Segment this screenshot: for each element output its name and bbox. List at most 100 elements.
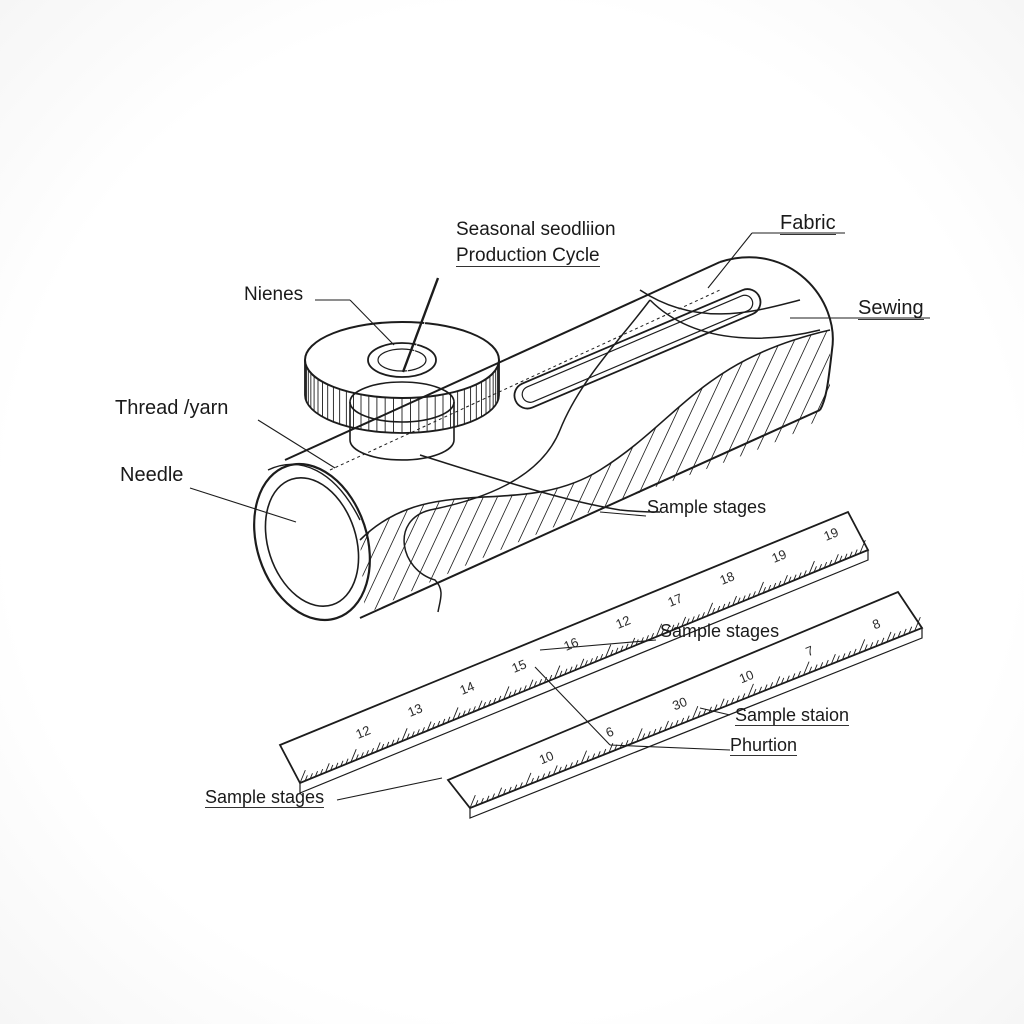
label-sample-stages-2: Sample stages <box>660 621 780 641</box>
ruler-tick <box>703 708 707 715</box>
ruler-tick <box>725 699 729 706</box>
ruler-tick <box>714 704 718 711</box>
ruler-tick <box>610 649 614 656</box>
ruler-tick <box>820 662 824 668</box>
ruler-tick <box>553 765 558 775</box>
ruler-tick <box>503 686 510 700</box>
ruler-tick <box>808 666 813 673</box>
ruler-tick <box>697 711 701 717</box>
ruler-tick-label: 7 <box>804 643 816 660</box>
ruler-tick <box>299 769 306 784</box>
ruler-tick <box>421 727 425 733</box>
ruler-tick <box>569 666 573 673</box>
label-fabric: Fabric <box>780 212 836 235</box>
ruler-tick <box>798 572 802 579</box>
ruler-tick <box>655 623 663 637</box>
ruler-tick <box>594 656 598 662</box>
ruler-tick <box>406 733 410 740</box>
ruler-tick <box>881 637 885 644</box>
ruler-tick-label: 6 <box>604 724 616 741</box>
ruler-tick <box>836 655 840 662</box>
ruler-tick <box>574 664 578 671</box>
ruler-tick <box>569 762 573 769</box>
ruler-tick <box>769 682 774 689</box>
ruler-tick <box>525 772 532 786</box>
ruler-tick <box>722 603 726 610</box>
ruler-tick <box>625 740 629 746</box>
ruler-tick <box>558 766 562 773</box>
ruler-tick <box>480 797 484 804</box>
ruler-tick <box>681 616 687 627</box>
ruler-tick <box>536 775 540 782</box>
ruler-tick <box>909 626 913 633</box>
ruler-tick <box>497 787 503 798</box>
ruler-tick <box>825 659 829 666</box>
ruler-tick <box>666 626 670 633</box>
ruler-tick <box>411 731 415 738</box>
ruler-tick <box>671 624 675 631</box>
ruler-tick <box>584 660 588 667</box>
ruler-tick-label: 10 <box>737 667 756 686</box>
ruler-tick <box>482 702 486 708</box>
ruler-tick <box>669 722 673 729</box>
needle-pin <box>401 277 440 373</box>
ruler-tick <box>491 793 495 800</box>
ruler-tick <box>518 687 522 694</box>
ruler-tick <box>664 720 669 731</box>
ruler-tick <box>486 795 490 802</box>
ruler-tick <box>457 712 461 719</box>
ruler-tick <box>498 695 502 702</box>
ruler-tick <box>635 639 639 646</box>
ruler-tick <box>757 581 764 595</box>
ruler-tick <box>530 777 534 784</box>
ruler-tick <box>914 616 921 631</box>
label-nienes: Nienes <box>244 284 304 305</box>
ruler-tick <box>797 671 801 677</box>
ruler-tick <box>579 658 585 669</box>
ruler-tick <box>650 633 654 639</box>
ruler-tick <box>686 715 690 722</box>
ruler-tick <box>736 695 740 702</box>
ruler-tick <box>335 762 339 769</box>
ruler-tick-label: 10 <box>537 748 556 767</box>
label-sample-stages-1: Sample stages <box>647 497 767 517</box>
ruler-tick-label: 8 <box>870 616 882 633</box>
ruler-tick <box>630 737 635 744</box>
ruler-tick <box>508 786 512 793</box>
ruler-tick <box>360 752 364 759</box>
ruler-tick <box>753 688 757 695</box>
ruler-tick <box>762 587 766 593</box>
ruler-tick <box>786 675 790 682</box>
ruler-tick <box>842 653 846 660</box>
label-sewing: Sewing <box>858 297 924 320</box>
ruler-tick-label: 12 <box>614 612 633 631</box>
ruler-tick <box>897 630 902 637</box>
ruler-tick <box>834 554 839 564</box>
ruler-tick <box>717 605 721 612</box>
ruler-tick <box>783 574 788 585</box>
ruler-tick <box>549 674 553 681</box>
label-thread-yarn: Thread /yarn <box>115 397 229 419</box>
ruler-tick <box>711 607 716 614</box>
ruler-tick <box>747 683 754 697</box>
ruler-tick <box>775 676 781 686</box>
ruler-tick <box>477 700 483 710</box>
ruler-tick <box>416 729 420 736</box>
ruler-tick <box>493 697 497 704</box>
ruler-tick <box>559 670 563 677</box>
ruler-tick <box>467 708 471 715</box>
ruler-tick <box>603 748 607 755</box>
ruler-tick <box>533 681 537 687</box>
fabric-hatching <box>360 330 830 615</box>
leader-lines <box>189 232 930 801</box>
ruler-tick <box>340 760 344 767</box>
ruler-tick <box>858 639 866 653</box>
ruler-tick <box>764 684 768 691</box>
ruler-tick <box>788 576 792 583</box>
ruler-tick <box>903 628 907 635</box>
ruler-tick <box>620 645 624 652</box>
ruler-tick <box>808 560 815 575</box>
